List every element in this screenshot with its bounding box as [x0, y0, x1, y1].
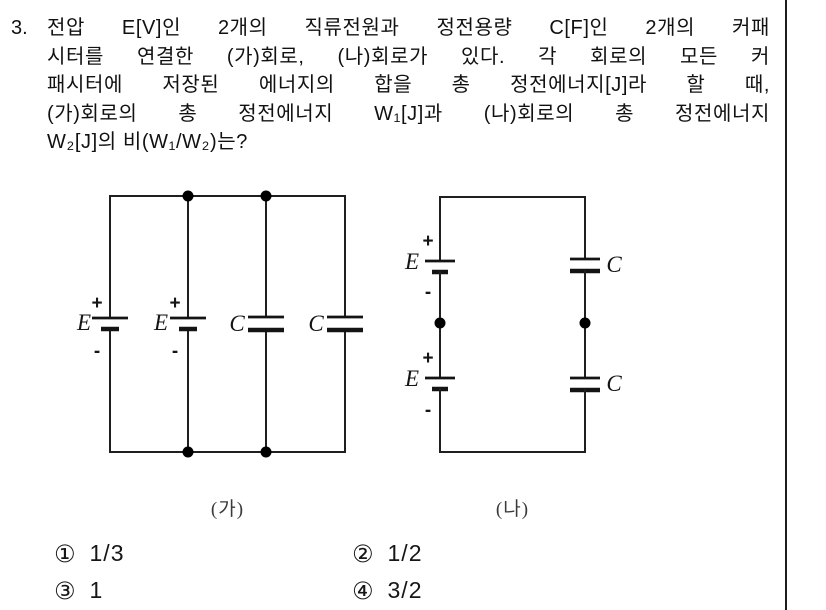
capacitor-label: C [308, 311, 324, 336]
question-text-line: 시터를 연결한 (가)회로, (나)회로가 있다. 각 회로의 모든 커 [47, 45, 770, 68]
column-divider-line [785, 0, 787, 610]
question-text-line: (가)회로의 총 정전에너지 W₁[J]과 (나)회로의 총 정전에너지 [47, 102, 770, 125]
choice-value: 1 [89, 577, 104, 603]
junction-node-dot [579, 317, 591, 329]
circuit-caption-ga: (가) [210, 499, 245, 520]
voltage-source-label: E [153, 310, 168, 335]
choice-circled-number: ④ [352, 576, 374, 605]
minus-sign: - [425, 400, 431, 421]
answer-choice-3[interactable]: ③ 1 [54, 577, 103, 604]
circuit-caption-na: (나) [495, 499, 530, 520]
minus-sign: - [172, 341, 178, 362]
plus-sign: + [169, 293, 180, 314]
junction-node-dot [260, 190, 272, 202]
choice-circled-number: ① [54, 539, 76, 568]
question-text-line: 패시터에 저장된 에너지의 합을 총 정전에너지[J]라 할 때, [47, 74, 770, 96]
answer-choice-1[interactable]: ① 1/3 [54, 540, 125, 567]
junction-node-dot [182, 446, 194, 458]
question-number: 3. [11, 17, 28, 39]
question-text-line: W₂[J]의 비(W₁/W₂)는? [47, 131, 248, 153]
question-block: 3. 전압 E[V]인 2개의 직류전원과 정전용량 C[F]인 2개의 커패 … [11, 14, 770, 157]
junction-node-dot [434, 317, 446, 329]
choice-value: 1/3 [89, 540, 125, 566]
junction-node-dot [182, 190, 194, 202]
answer-choice-4[interactable]: ④ 3/2 [352, 577, 423, 604]
plus-sign: + [422, 348, 433, 369]
voltage-source-label: E [404, 249, 419, 274]
capacitor-label: C [606, 371, 622, 396]
choice-value: 3/2 [387, 577, 423, 603]
choice-circled-number: ② [352, 539, 374, 568]
plus-sign: + [422, 231, 433, 252]
junction-node-dot [260, 446, 272, 458]
choice-circled-number: ③ [54, 576, 76, 605]
voltage-source-label: E [76, 310, 91, 335]
choice-value: 1/2 [387, 540, 423, 566]
plus-sign: + [91, 293, 102, 314]
minus-sign: - [425, 282, 431, 303]
answer-choice-2[interactable]: ② 1/2 [352, 540, 423, 567]
question-text-line: 전압 E[V]인 2개의 직류전원과 정전용량 C[F]인 2개의 커패 [47, 17, 770, 39]
circuit-diagram-ga: + - E + - E C C [76, 190, 363, 458]
capacitor-label: C [606, 252, 622, 277]
circuit-diagram-na: + - E + - E C C [404, 196, 622, 453]
capacitor-label: C [229, 311, 245, 336]
voltage-source-label: E [404, 366, 419, 391]
minus-sign: - [94, 341, 100, 362]
